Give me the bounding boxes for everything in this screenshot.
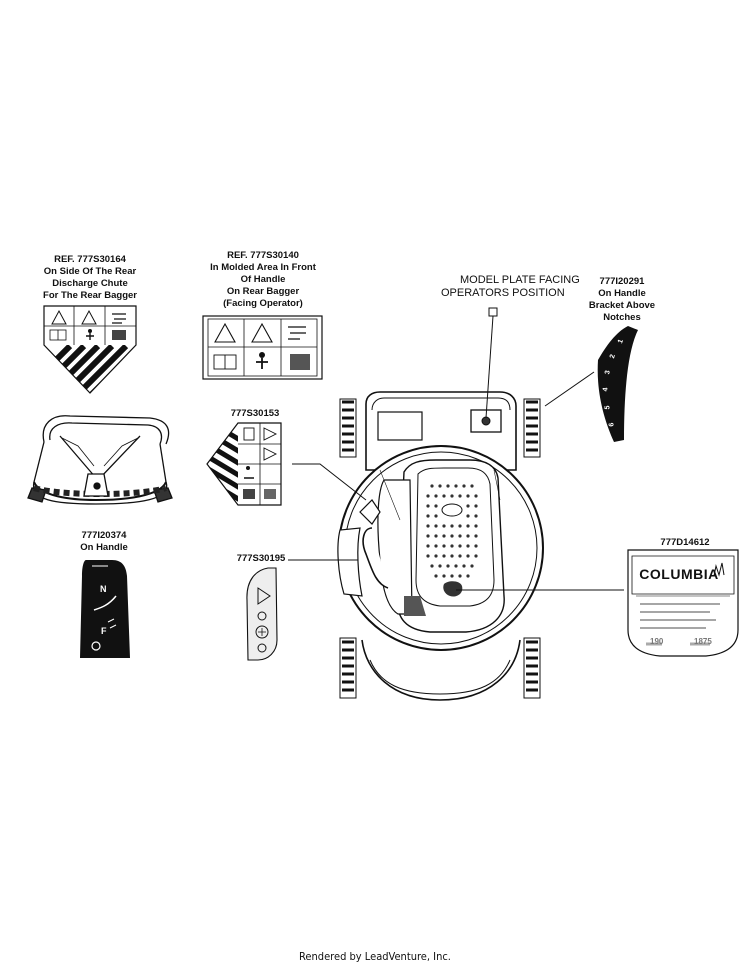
handle-assembly: [27, 415, 173, 505]
callout-line: 777D14612: [660, 537, 710, 548]
callout-line: 777I20374: [81, 530, 127, 541]
callout-line: 777S30153: [230, 408, 280, 419]
drive-lever-f-text: F: [101, 626, 107, 636]
callout-line: 777S30195: [236, 553, 286, 564]
warning-triangle-icon: [51, 309, 67, 325]
callout-line: In Molded Area In Front: [210, 262, 316, 273]
leader-lines: [288, 307, 624, 591]
decal-777s30140: [202, 315, 323, 380]
warning-triangle-icon: [214, 322, 236, 343]
decal-777i20374: [80, 560, 130, 658]
air-filter-grille: [426, 484, 478, 578]
callout-line: REF. 777S30140: [227, 250, 299, 261]
speed-mark: 6: [608, 422, 616, 427]
drive-lever-n-text: N: [100, 584, 107, 594]
columbia-size-text: 190: [650, 637, 664, 646]
callout-777s30195: 777S30195: [226, 553, 296, 565]
callout-line: Notches: [603, 312, 641, 323]
columbia-model-text: 1875: [694, 637, 712, 646]
callout-line: Discharge Chute: [52, 278, 128, 289]
callout-line: For The Rear Bagger: [43, 290, 137, 301]
speed-mark: 5: [604, 405, 612, 410]
callout-777i20291: 777I20291 On Handle Bracket Above Notche…: [580, 276, 664, 324]
callout-line: On Handle: [80, 542, 128, 553]
footer-credit: Rendered by LeadVenture, Inc.: [299, 950, 451, 963]
warning-triangle-icon: [251, 322, 273, 343]
callout-line: Bracket Above: [588, 300, 656, 311]
callout-777i20374: 777I20374 On Handle: [62, 530, 146, 554]
callout-line: 777I20291: [599, 276, 645, 287]
callout-line: MODEL PLATE FACING: [460, 274, 580, 286]
columbia-logo-text: COLUMBIA: [639, 566, 719, 582]
speed-mark: 4: [602, 387, 610, 392]
callout-line: On Side Of The Rear: [43, 266, 137, 277]
callout-model-plate: MODEL PLATE FACING OPERATORS POSITION: [441, 274, 580, 300]
decal-777s30153: [206, 422, 282, 506]
decal-777s30195: [246, 567, 278, 661]
decal-777s30164: [43, 305, 137, 394]
callout-line: On Rear Bagger: [226, 286, 300, 297]
callout-777s30140: REF. 777S30140 In Molded Area In Front O…: [193, 250, 333, 310]
callout-777s30164: REF. 777S30164 On Side Of The Rear Disch…: [30, 254, 150, 302]
callout-line: Of Handle: [240, 274, 286, 285]
warning-triangle-icon: [81, 309, 97, 325]
callout-line: REF. 777S30164: [54, 254, 126, 265]
decal-777i20291: [597, 326, 638, 442]
callout-line: On Handle: [598, 288, 646, 299]
callout-777d14612: 777D14612: [650, 537, 720, 549]
callout-line: (Facing Operator): [223, 298, 303, 309]
model-plate-area: [377, 411, 423, 441]
callout-777s30153: 777S30153: [220, 408, 290, 420]
decal-777d14612: [627, 549, 739, 657]
callout-line: OPERATORS POSITION: [441, 287, 565, 299]
lawn-mower: [337, 391, 544, 701]
